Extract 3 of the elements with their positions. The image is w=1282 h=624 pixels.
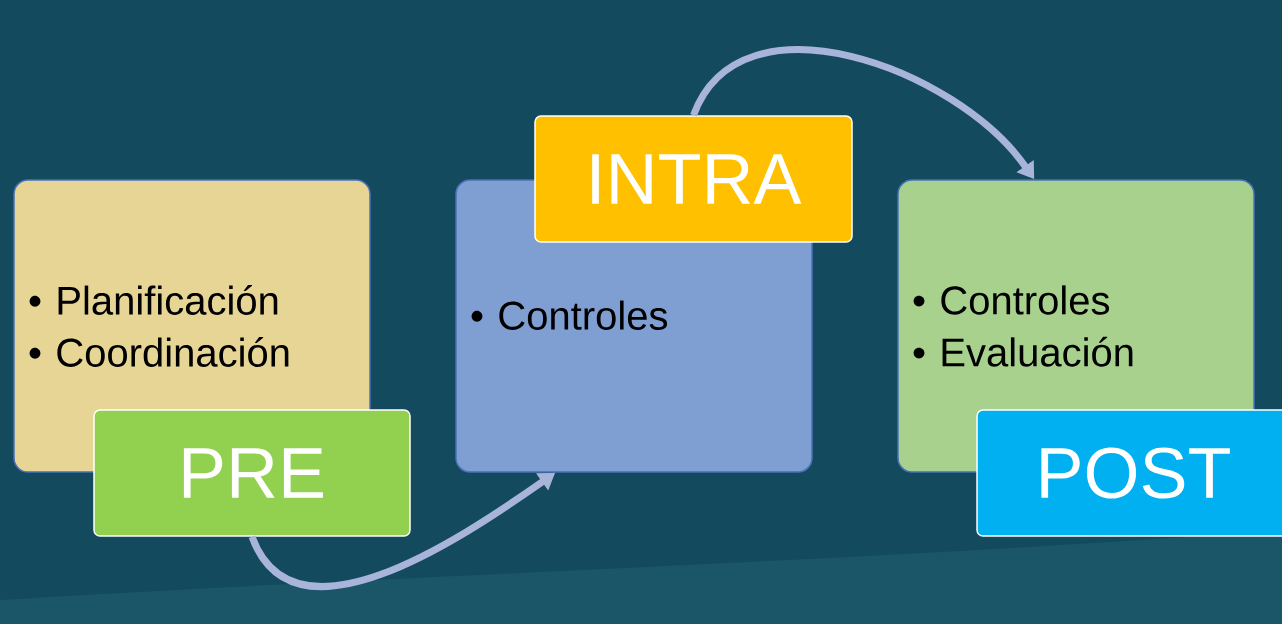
- phase-label-box: INTRA: [534, 115, 853, 243]
- phase-label-box: PRE: [93, 409, 411, 537]
- phase-label-box: POST: [976, 409, 1282, 537]
